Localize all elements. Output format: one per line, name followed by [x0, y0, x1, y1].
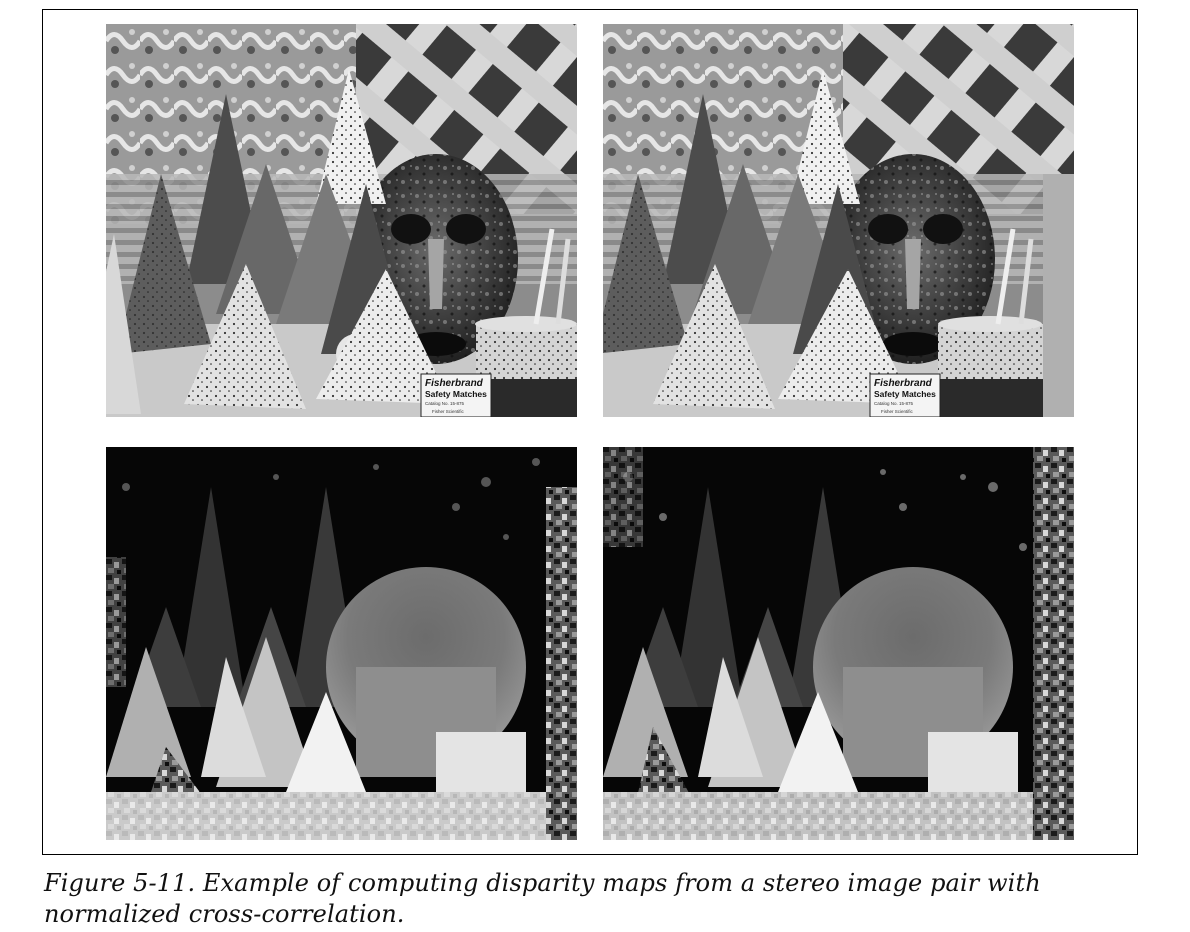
- right-disparity-map: [603, 447, 1074, 840]
- matchbox-brand: Fisherbrand: [425, 378, 484, 389]
- figure-caption: Figure 5-11. Example of computing dispar…: [44, 869, 1041, 928]
- matchbox-maker: Fisher Scientific: [881, 409, 914, 414]
- matchbox-label: Fisherbrand Safety Matches Catalog No. 1…: [420, 373, 492, 417]
- matchbox-product: Safety Matches: [425, 389, 487, 399]
- right-stereo-image: Fisherbrand Safety Matches Catalog No. 1…: [603, 24, 1074, 417]
- matchbox-catalog: Catalog No. 15-875: [874, 401, 914, 406]
- left-stereo-image: Fisherbrand Safety Matches Catalog No. 1…: [106, 24, 577, 417]
- figure-frame: Fisherbrand Safety Matches Catalog No. 1…: [42, 9, 1138, 855]
- matchbox-brand: Fisherbrand: [874, 378, 933, 389]
- matchbox-product: Safety Matches: [874, 389, 936, 399]
- matchbox-catalog: Catalog No. 15-875: [425, 401, 465, 406]
- left-disparity-map: [106, 447, 577, 840]
- matchbox-maker: Fisher Scientific: [432, 409, 465, 414]
- matchbox-label: Fisherbrand Safety Matches Catalog No. 1…: [869, 373, 941, 417]
